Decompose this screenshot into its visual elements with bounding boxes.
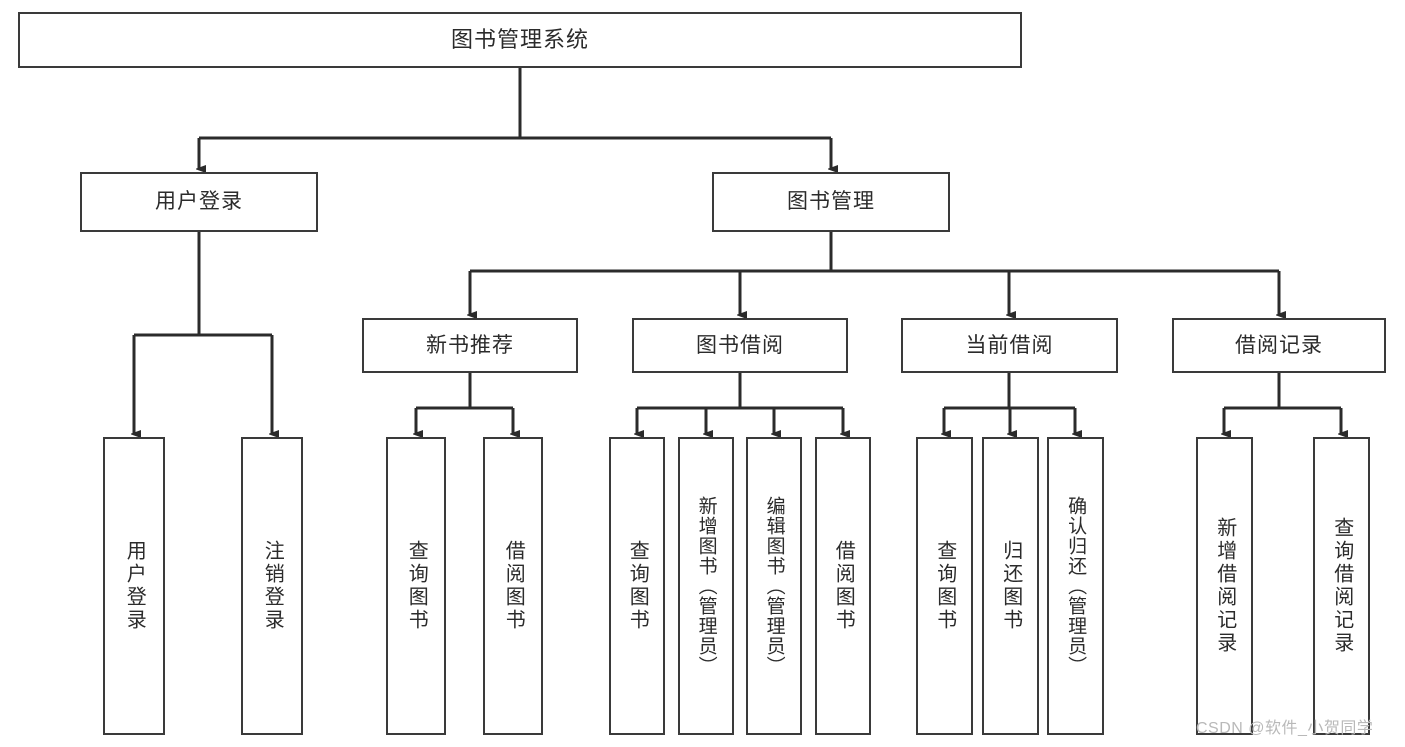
node-leaf-11[interactable]: 确认归还（管理员） bbox=[1047, 437, 1104, 735]
node-label: 查询图书 bbox=[405, 540, 428, 632]
node-leaf-13[interactable]: 查询借阅记录 bbox=[1313, 437, 1370, 735]
node-leaf-12[interactable]: 新增借阅记录 bbox=[1196, 437, 1253, 735]
node-leaf-10[interactable]: 归还图书 bbox=[982, 437, 1039, 735]
node-label: 图书管理系统 bbox=[450, 26, 589, 52]
node-label: 新增借阅记录 bbox=[1213, 517, 1236, 655]
node-label: 借阅图书 bbox=[832, 540, 855, 632]
node-level2-2[interactable]: 图书管理 bbox=[712, 172, 950, 232]
node-label: 新增图书（管理员） bbox=[695, 496, 717, 676]
node-label: 编辑图书（管理员） bbox=[763, 496, 785, 676]
node-level3-1[interactable]: 新书推荐 bbox=[362, 318, 578, 373]
node-label: 查询图书 bbox=[933, 540, 956, 632]
node-leaf-3[interactable]: 查询图书 bbox=[386, 437, 446, 735]
node-leaf-4[interactable]: 借阅图书 bbox=[483, 437, 543, 735]
node-label: 新书推荐 bbox=[426, 333, 514, 357]
node-label: 归还图书 bbox=[999, 540, 1022, 632]
node-leaf-8[interactable]: 借阅图书 bbox=[815, 437, 871, 735]
node-label: 图书借阅 bbox=[696, 333, 784, 357]
node-label: 查询图书 bbox=[626, 540, 649, 632]
node-label: 查询借阅记录 bbox=[1330, 517, 1353, 655]
node-label: 用户登录 bbox=[155, 190, 243, 214]
csdn-watermark: CSDN @软件_小贺同学 bbox=[1196, 720, 1374, 737]
node-label: 借阅图书 bbox=[502, 540, 525, 632]
node-leaf-2[interactable]: 注销登录 bbox=[241, 437, 303, 735]
node-leaf-5[interactable]: 查询图书 bbox=[609, 437, 665, 735]
node-level2-1[interactable]: 用户登录 bbox=[80, 172, 318, 232]
node-label: 确认归还（管理员） bbox=[1065, 496, 1087, 676]
node-label: 当前借阅 bbox=[965, 333, 1054, 357]
node-label: 图书管理 bbox=[787, 190, 875, 214]
node-leaf-6[interactable]: 新增图书（管理员） bbox=[678, 437, 734, 735]
node-label: 注销登录 bbox=[261, 540, 284, 632]
node-leaf-7[interactable]: 编辑图书（管理员） bbox=[746, 437, 802, 735]
node-label: 用户登录 bbox=[123, 540, 146, 632]
node-level3-3[interactable]: 当前借阅 bbox=[901, 318, 1118, 373]
node-leaf-1[interactable]: 用户登录 bbox=[103, 437, 165, 735]
node-leaf-9[interactable]: 查询图书 bbox=[916, 437, 973, 735]
node-level3-2[interactable]: 图书借阅 bbox=[632, 318, 848, 373]
node-label: 借阅记录 bbox=[1235, 333, 1323, 357]
node-root-system[interactable]: 图书管理系统 bbox=[18, 12, 1022, 68]
node-level3-4[interactable]: 借阅记录 bbox=[1172, 318, 1386, 373]
edges-group bbox=[134, 68, 1341, 434]
